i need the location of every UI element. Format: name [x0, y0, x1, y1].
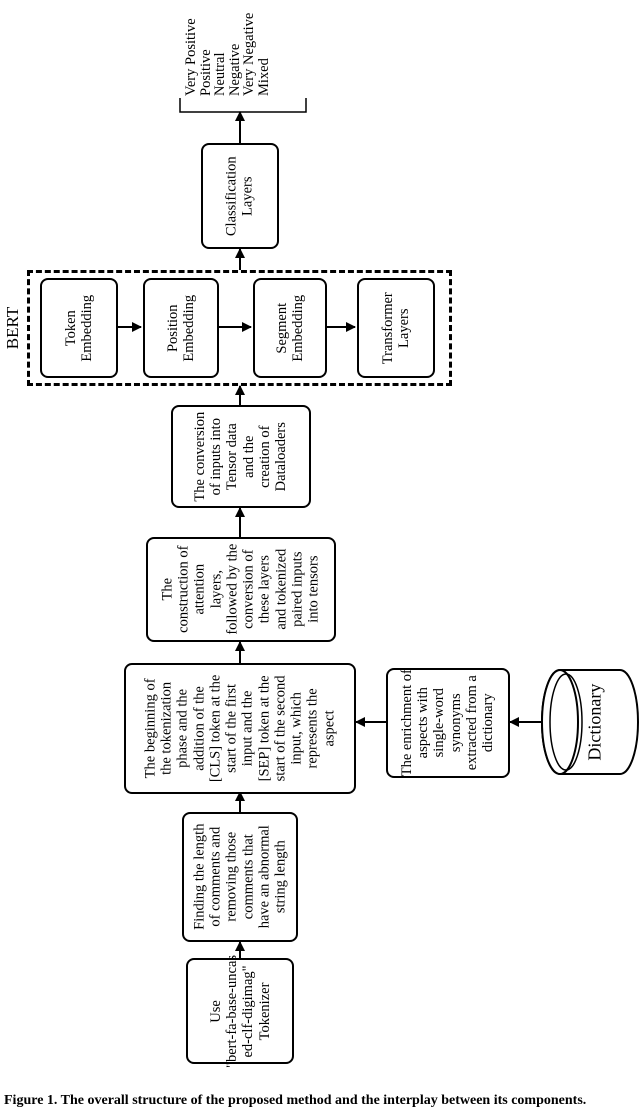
token-embedding-box: Token Embedding: [40, 278, 118, 378]
tokenization-box: The beginning of the tokenization phase …: [124, 663, 356, 794]
bert-container: [27, 270, 452, 386]
conversion-text: The conversion of inputs into Tensor dat…: [192, 411, 290, 502]
tokenizer-text: Use "bert-fa-base-uncas ed-clf-digimag" …: [207, 954, 273, 1068]
output-neutral: Neutral: [212, 52, 228, 96]
output-labels: Very Positive Positive Neutral Negative …: [183, 12, 272, 96]
tokenizer-box: Use "bert-fa-base-uncas ed-clf-digimag" …: [186, 955, 294, 1068]
segment-embedding-text: Segment Embedding: [273, 294, 306, 362]
classification-box: Classification Layers: [201, 143, 279, 249]
dictionary-cylinder: [541, 669, 639, 775]
enrichment-text: The enrichment of aspects with single-wo…: [399, 669, 497, 777]
output-bracket: [179, 98, 307, 113]
length-filter-text: Finding the length of comments and remov…: [191, 823, 289, 931]
classification-text: Classification Layers: [223, 156, 256, 236]
position-embedding-box: Position Embedding: [143, 278, 219, 378]
output-negative: Negative: [226, 43, 243, 96]
transformer-layers-text: Transformer Layers: [379, 292, 412, 364]
attention-box: The construction of attention layers, fo…: [146, 537, 336, 642]
position-embedding-text: Position Embedding: [164, 294, 197, 362]
tokenization-text: The beginning of the tokenization phase …: [142, 674, 338, 783]
transformer-layers-box: Transformer Layers: [357, 278, 435, 378]
conversion-box: The conversion of inputs into Tensor dat…: [171, 405, 311, 508]
enrichment-box: The enrichment of aspects with single-wo…: [386, 668, 510, 778]
token-embedding-text: Token Embedding: [62, 294, 95, 362]
bert-label: BERT: [3, 306, 23, 350]
output-mixed: Mixed: [255, 58, 272, 96]
output-very-negative: Very Negative: [241, 12, 257, 96]
attention-text: The construction of attention layers, fo…: [159, 543, 322, 636]
output-very-positive: Very Positive: [183, 18, 199, 96]
output-positive: Positive: [197, 49, 214, 96]
figure-caption: Figure 1. The overall structure of the p…: [4, 1093, 587, 1108]
dictionary-label: Dictionary: [583, 683, 604, 761]
length-filter-box: Finding the length of comments and remov…: [182, 812, 298, 942]
segment-embedding-box: Segment Embedding: [253, 278, 327, 378]
